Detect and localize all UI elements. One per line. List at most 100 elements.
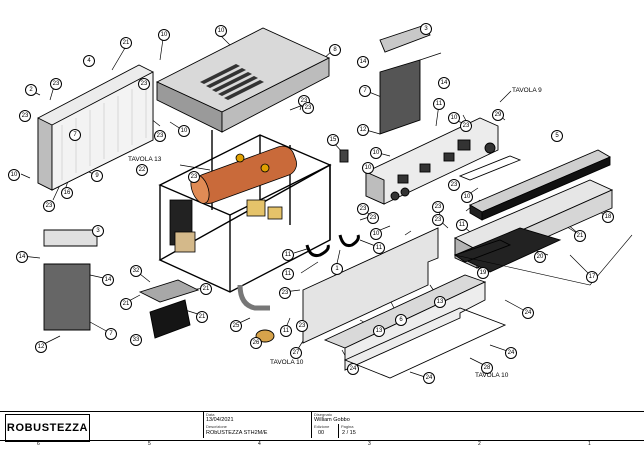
callout-33: 33	[130, 334, 142, 346]
callout-13-b: 13	[373, 325, 385, 337]
callout-2: 2	[25, 84, 37, 96]
callout-23-e: 23	[154, 130, 166, 142]
logo-text: ROBUSTEZZA	[6, 422, 89, 434]
callout-21-b: 21	[574, 230, 586, 242]
callout-19: 19	[477, 267, 489, 279]
edition-value: 00	[318, 430, 325, 436]
callout-11-a: 11	[433, 98, 445, 110]
callout-23-g: 23	[188, 171, 200, 183]
callout-20: 20	[534, 251, 546, 263]
tavola-10-label-a: TAVOLA 10	[270, 359, 304, 366]
callout-15: 15	[327, 134, 339, 146]
callout-10-d: 10	[8, 169, 20, 181]
callout-9: 9	[91, 170, 103, 182]
tavola-9-label: TAVOLA 9	[512, 87, 542, 94]
callout-23-m: 23	[432, 214, 444, 226]
callout-10-b: 10	[215, 25, 227, 37]
callout-27: 27	[290, 347, 302, 359]
callout-24-c: 24	[347, 363, 359, 375]
callout-23-p: 23	[302, 102, 314, 114]
title-block: ROBUSTEZZA Data 13/04/2021 Descrizione R…	[0, 411, 644, 449]
callout-23-n: 23	[279, 287, 291, 299]
callout-10-i: 10	[370, 228, 382, 240]
callout-3-a: 3	[420, 23, 432, 35]
page-value: 2 / 15	[342, 430, 356, 436]
tavola-13-label: TAVOLA 13	[128, 156, 162, 163]
callout-14-b: 14	[438, 77, 450, 89]
ruler-mark: 1	[588, 441, 591, 447]
callout-26: 26	[250, 337, 262, 349]
callout-11-e: 11	[282, 268, 294, 280]
callout-23-f: 23	[43, 200, 55, 212]
sheet-ruler: 6 5 4 3 2 1	[0, 440, 644, 449]
callout-23-i: 23	[448, 179, 460, 191]
callout-6: 6	[395, 314, 407, 326]
callout-10-e: 10	[370, 147, 382, 159]
callout-24-b: 24	[505, 347, 517, 359]
callout-10-c: 10	[178, 125, 190, 137]
callout-16: 16	[61, 187, 73, 199]
callout-7-b: 7	[69, 129, 81, 141]
callout-28: 28	[481, 362, 493, 374]
tavola-10-label-b: TAVOLA 10	[475, 372, 509, 379]
callout-25: 25	[230, 320, 242, 332]
callout-5: 5	[551, 130, 563, 142]
callout-10-a: 10	[158, 29, 170, 41]
callout-4: 4	[83, 55, 95, 67]
callout-10-h: 10	[461, 191, 473, 203]
callout-14-c: 14	[16, 251, 28, 263]
callout-22: 22	[136, 164, 148, 176]
callout-14-d: 14	[102, 274, 114, 286]
ruler-mark: 3	[368, 441, 371, 447]
callout-24-d: 24	[423, 372, 435, 384]
callout-13-a: 13	[434, 296, 446, 308]
callout-23-k: 23	[367, 212, 379, 224]
designer-value: William Gobbo	[314, 417, 350, 423]
callout-10-g: 10	[448, 112, 460, 124]
callout-11-d: 11	[282, 249, 294, 261]
page-label: Pagina	[341, 424, 354, 429]
callout-23-l: 23	[432, 201, 444, 213]
page-cell: Pagina 2 / 15	[338, 424, 367, 438]
callout-23-h: 23	[460, 120, 472, 132]
callout-11-b: 11	[456, 219, 468, 231]
callout-12-b: 12	[35, 341, 47, 353]
callout-12-a: 12	[357, 124, 369, 136]
callout-14-a: 14	[357, 56, 369, 68]
callout-18: 18	[602, 211, 614, 223]
callout-23-a: 23	[50, 78, 62, 90]
callout-3-b: 3	[92, 225, 104, 237]
callout-24-a: 24	[522, 307, 534, 319]
ruler-mark: 4	[258, 441, 261, 447]
callout-17: 17	[586, 271, 598, 283]
callout-1: 1	[331, 263, 343, 275]
date-label: Data	[206, 412, 215, 417]
callout-7-a: 7	[359, 85, 371, 97]
description-label: Descrizione	[206, 424, 227, 429]
ruler-mark: 6	[37, 441, 40, 447]
callout-21-a: 21	[120, 37, 132, 49]
description-value: RObUSTEZZA STH2M/E	[206, 430, 268, 436]
date-value: 13/04/2021	[206, 417, 234, 423]
callout-11-f: 11	[280, 325, 292, 337]
callout-23-o: 23	[296, 320, 308, 332]
callout-11-c: 11	[373, 242, 385, 254]
callout-29: 29	[492, 109, 504, 121]
callout-8: 8	[329, 44, 341, 56]
brand-logo: ROBUSTEZZA	[5, 414, 90, 442]
callout-21-e: 21	[196, 311, 208, 323]
callout-21-c: 21	[120, 298, 132, 310]
callout-10-f: 10	[362, 162, 374, 174]
date-cell: Data 13/04/2021 Descrizione RObUSTEZZA S…	[203, 412, 311, 438]
ruler-mark: 2	[478, 441, 481, 447]
designer-cell: Disegnato William Gobbo Edizione 00	[311, 412, 367, 438]
callout-7-c: 7	[105, 328, 117, 340]
callout-23-b: 23	[138, 78, 150, 90]
callout-21-d: 21	[200, 283, 212, 295]
ruler-mark: 5	[148, 441, 151, 447]
edition-label: Edizione	[314, 424, 330, 429]
designer-label: Disegnato	[314, 412, 333, 417]
callout-23-j: 23	[357, 203, 369, 215]
